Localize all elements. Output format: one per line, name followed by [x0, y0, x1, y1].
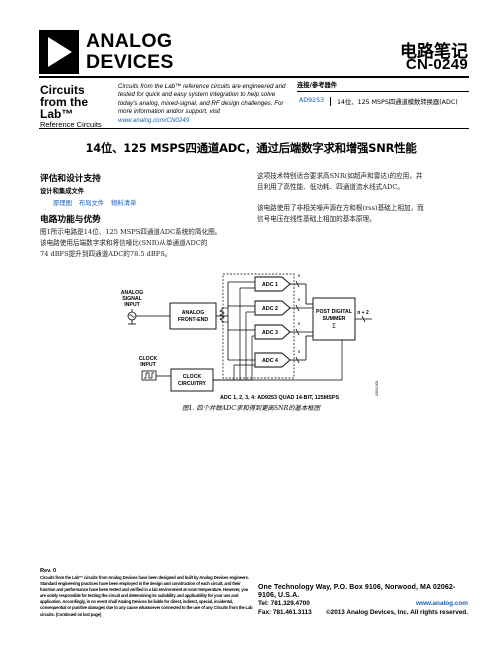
figure-side-code: 10591-001 — [375, 381, 379, 396]
copyright-notice: ©2013 Analog Devices, Inc. All rights re… — [325, 608, 468, 616]
ad9253-enclosure — [222, 273, 295, 379]
summer-sigma-icon: Σ — [332, 324, 336, 330]
cftl-line2: from the Lab™ — [40, 95, 88, 121]
refbox-part-link[interactable]: AD9253 — [297, 97, 331, 106]
adc-2-block: ADC 2 — [254, 300, 291, 316]
adc-output-buses — [290, 280, 313, 364]
bom-link[interactable]: 物料清单 — [111, 200, 137, 207]
clock-circuitry-label-1: CLOCK — [183, 374, 202, 380]
design-files-heading: 设计和集成文件 — [40, 188, 85, 195]
analog-frontend-label-1: ANALOG — [182, 310, 204, 316]
bus-width-label-3: n — [298, 321, 301, 326]
adc-part-caption: ADC 1, 2, 3, 4: AD9253 QUAD 14-BIT, 125M… — [220, 395, 339, 401]
right-text-3: 该电路使用了非相关噪声源在方和根(rss)基础上相加，而 — [257, 204, 424, 212]
company-tel: Tel: 781.329.4700 — [258, 600, 310, 608]
summer-label-1: POST DIGITAL — [316, 309, 353, 315]
cftl-line1: Circuits — [40, 83, 85, 97]
adc-1-block: ADC 1 — [254, 276, 291, 292]
clock-input-label-2: INPUT — [140, 362, 156, 368]
figure-caption: 图1. 四个并联ADC求和得到更高SNR的基本框图 — [182, 405, 320, 412]
cftl-line3: Reference Circuits — [40, 120, 102, 129]
schematic-link[interactable]: 原理图 — [53, 200, 72, 207]
benefits-text-1: 图1所示电路是14位、125 MSPS四通道ADC系统的简化图。 — [40, 228, 222, 236]
refbox-header: 连接/参考器件 — [297, 80, 469, 92]
refbox-row: AD9253 14位、125 MSPS四通道模数转换器(ADC) — [297, 97, 469, 106]
circuits-from-the-lab-logo: Circuits from the Lab™ Reference Circuit… — [40, 84, 110, 129]
summer-clock-line — [213, 340, 343, 381]
adc-4-block: ADC 4 — [254, 352, 291, 368]
benefits-text-3: 74 dBFS提升到四通道ADC的78.5 dBFS。 — [40, 250, 172, 258]
cftl-intro-link[interactable]: www.analog.com/CN0249 — [118, 116, 190, 124]
logo-triangle-icon — [39, 30, 79, 74]
doc-kind: 电路笔记 — [400, 42, 468, 62]
bus-width-label-2: n — [298, 297, 301, 302]
benefits-heading: 电路功能与优势 — [40, 215, 101, 225]
adc-4-label: ADC 4 — [262, 358, 278, 364]
clock-input-label-1: CLOCK — [139, 356, 158, 362]
revision-label: Rev. 0 — [40, 568, 57, 574]
adc-3-label: ADC 3 — [262, 330, 278, 336]
clock-fanout-lines — [213, 287, 258, 381]
block-diagram: ANALOG SIGNAL INPUT ANALOG FRONT-END — [121, 273, 379, 401]
resistor-icon — [219, 308, 225, 322]
summer-label-2: SUMMER — [322, 316, 345, 322]
eval-heading: 评估和设计支持 — [40, 174, 101, 184]
refbox-part-description: 14位、125 MSPS四通道模数转换器(ADC) — [337, 99, 458, 106]
doc-number: CN-0249 — [405, 56, 468, 73]
reference-devices-box: 连接/参考器件 AD9253 14位、125 MSPS四通道模数转换器(ADC) — [297, 80, 469, 106]
logo-word-devices: DEVICES — [86, 51, 174, 73]
disclaimer-text: Circuits from the Lab™ circuits from Ana… — [40, 575, 253, 617]
analog-frontend-label-2: FRONT-END — [178, 317, 209, 323]
input-fanout-lines — [216, 281, 255, 361]
clock-circuitry-label-2: CIRCUITRY — [178, 381, 207, 387]
analog-frontend-block — [169, 302, 217, 330]
cftl-intro: Circuits from the Lab™ reference circuit… — [118, 83, 292, 125]
layout-files-link[interactable]: 布局文件 — [78, 200, 105, 207]
right-text-4: 信号电压在线性基础上相加的基本原理。 — [257, 215, 376, 223]
analog-input-label-1: ANALOG — [121, 290, 143, 296]
adc-3-block: ADC 3 — [254, 324, 291, 340]
cftl-intro-text: Circuits from the Lab™ reference circuit… — [118, 83, 286, 116]
analog-devices-logo[interactable]: ANALOG DEVICES — [39, 30, 189, 74]
bus-width-label-4: n — [298, 349, 301, 354]
right-text-1: 这项技术特别适合要求高SNR(如超声和雷达)的应用，并 — [257, 172, 423, 180]
clock-circuitry-block — [170, 368, 214, 392]
company-address-block: One Technology Way, P.O. Box 9106, Norwo… — [258, 584, 468, 617]
benefits-text-2: 该电路使用后端数字求和将信噪比(SNR)从单通道ADC的 — [40, 239, 208, 247]
header-divider — [39, 76, 469, 78]
adc-2-label: ADC 2 — [262, 306, 278, 312]
output-width-label: n + 2 — [357, 310, 369, 316]
page-title: 14位、125 MSPS四通道ADC，通过后端数字求和增强SNR性能 — [85, 141, 417, 155]
logo-word-analog: ANALOG — [86, 30, 173, 52]
analog-input-label-2: SIGNAL — [122, 296, 142, 302]
bus-width-label-1: n — [298, 273, 301, 278]
design-file-links: 原理图 布局文件 物料清单 — [53, 198, 141, 207]
company-fax: Fax: 781.461.3113 — [258, 608, 312, 616]
signal-source-icon — [127, 309, 137, 325]
clock-source-icon — [141, 370, 157, 381]
company-address: One Technology Way, P.O. Box 9106, Norwo… — [258, 584, 456, 600]
section-divider — [39, 128, 469, 129]
analog-input-label-3: INPUT — [124, 302, 140, 308]
adc-1-label: ADC 1 — [262, 282, 278, 288]
right-text-2: 且利用了高性能、低功耗、四通道流水线式ADC。 — [257, 183, 404, 191]
company-website-link[interactable]: www.analog.com — [416, 600, 468, 608]
